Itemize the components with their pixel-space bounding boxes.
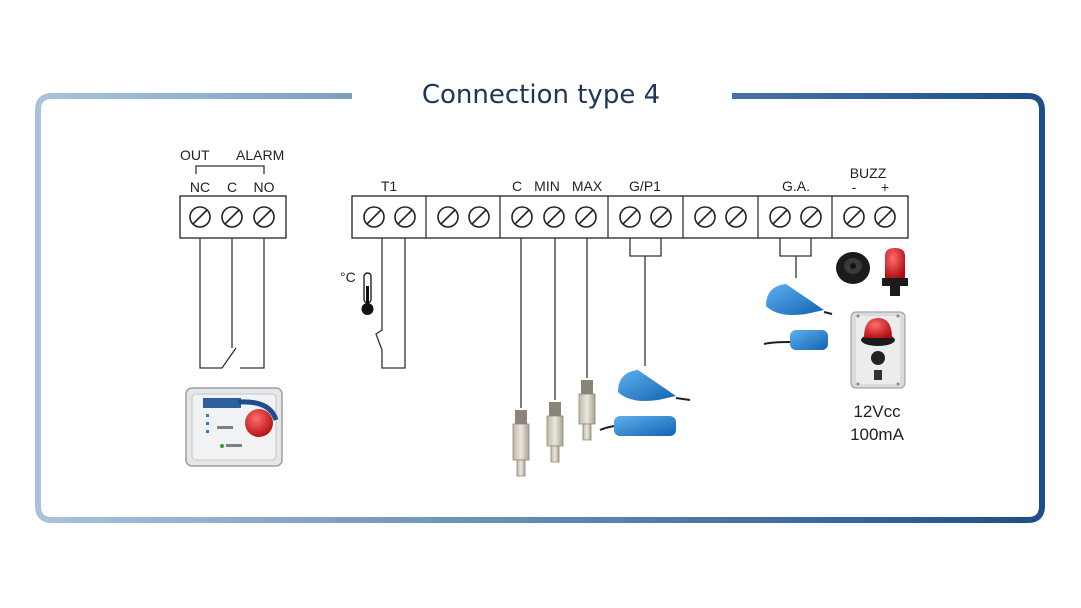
gp1-wiring	[629, 238, 662, 366]
probe-label-max: MAX	[572, 178, 603, 194]
t1-label: T1	[381, 178, 398, 194]
beacon-current: 100mA	[850, 425, 905, 444]
beacon-icon	[882, 248, 908, 296]
terminal-label-no: NO	[254, 179, 275, 195]
ga-wiring	[779, 238, 812, 278]
terminal-label-nc: NC	[190, 179, 210, 195]
level-probe-icon	[578, 380, 596, 441]
terminal-label-c: C	[227, 179, 237, 195]
t1-wiring	[375, 238, 406, 369]
frame-border	[35, 93, 1045, 523]
alarm-output-block: OUT ALARM NC C NO	[179, 147, 287, 369]
thermometer-icon	[361, 272, 374, 315]
buzzer-icon	[836, 252, 870, 284]
beacon-voltage: 12Vcc	[853, 402, 901, 421]
beacon-icon	[850, 311, 906, 389]
celsius-label: °C	[340, 269, 356, 285]
screw-terminal-icon	[363, 206, 896, 228]
buzz-minus-label: -	[852, 179, 857, 195]
buzz-plus-label: +	[881, 179, 889, 195]
level-probe-icon	[546, 402, 564, 463]
alarm-bracket	[195, 165, 265, 174]
float-switch-icon	[599, 416, 676, 436]
probe-label-c: C	[512, 178, 522, 194]
gp1-label: G/P1	[629, 178, 661, 194]
level-probe-icon	[512, 410, 530, 477]
diagram-title: Connection type 4	[422, 80, 660, 110]
buzz-label: BUZZ	[850, 165, 887, 181]
control-panel-icon	[185, 387, 283, 467]
float-switch-icon	[618, 370, 691, 401]
probe-wires	[520, 238, 588, 408]
screw-terminal-icon	[189, 206, 275, 228]
ga-label: G.A.	[782, 178, 810, 194]
probe-label-min: MIN	[534, 178, 560, 194]
out-label: OUT	[180, 147, 210, 163]
alarm-relay-wiring	[199, 238, 265, 369]
float-switch-icon	[763, 330, 828, 350]
main-terminal-strip	[351, 195, 909, 239]
float-switch-icon	[766, 284, 833, 315]
alarm-label: ALARM	[236, 147, 284, 163]
